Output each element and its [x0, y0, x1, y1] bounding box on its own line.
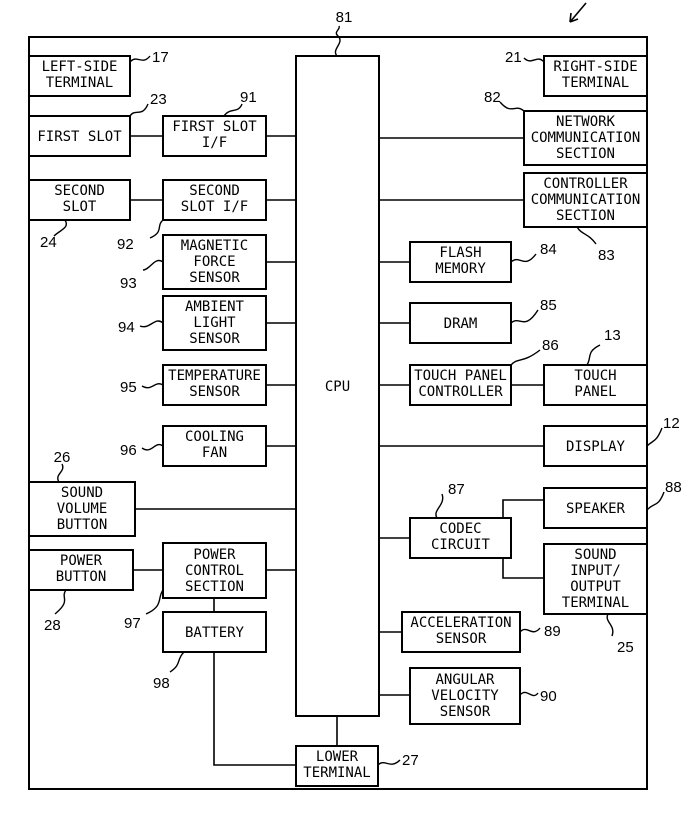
svg-text:BATTERY: BATTERY [185, 625, 245, 641]
ref-88: 88 [665, 479, 682, 496]
ref-27: 27 [402, 752, 419, 769]
cpu-block [295, 55, 380, 717]
ref-24: 24 [40, 234, 57, 251]
battery-block: BATTERY [162, 611, 267, 653]
ref-28: 28 [44, 617, 61, 634]
ref-84: 84 [540, 241, 557, 258]
ref-90: 90 [540, 688, 557, 705]
ref-97: 97 [124, 615, 141, 632]
ref-17: 17 [152, 49, 169, 66]
svg-text:SPEAKER: SPEAKER [566, 501, 626, 517]
reference-numbers: 81 17 23 91 24 92 93 94 95 96 26 28 97 9… [40, 9, 682, 769]
ref-87: 87 [448, 481, 465, 498]
ref-93: 93 [120, 275, 137, 292]
ref-92: 92 [117, 236, 134, 253]
ref-83: 83 [598, 247, 615, 264]
ref-86: 86 [542, 337, 559, 354]
ref-81: 81 [336, 9, 353, 26]
connection-lines [130, 135, 544, 766]
ref-21: 21 [505, 49, 522, 66]
ref-98: 98 [153, 675, 170, 692]
figure-arrow-icon [569, 2, 587, 23]
cpu-label: CPU [325, 379, 350, 395]
ref-94: 94 [118, 319, 135, 336]
speaker-block: SPEAKER [543, 487, 648, 529]
svg-text:FIRST SLOT: FIRST SLOT [37, 129, 122, 145]
ref-12: 12 [663, 415, 680, 432]
ref-25: 25 [617, 639, 634, 656]
dram-block: DRAM [409, 302, 512, 344]
ref-95: 95 [120, 379, 137, 396]
ref-85: 85 [540, 297, 557, 314]
display-block: DISPLAY [543, 425, 648, 467]
ref-13: 13 [604, 327, 621, 344]
reference-leaders [53, 25, 665, 766]
ref-89: 89 [544, 623, 561, 640]
ref-96: 96 [120, 442, 137, 459]
ref-23: 23 [150, 91, 167, 108]
svg-text:DRAM: DRAM [444, 316, 478, 332]
ref-91: 91 [240, 89, 257, 106]
ref-82: 82 [484, 89, 501, 106]
ref-26: 26 [54, 449, 71, 466]
first-slot-block: FIRST SLOT [28, 115, 131, 157]
svg-text:DISPLAY: DISPLAY [566, 439, 626, 455]
